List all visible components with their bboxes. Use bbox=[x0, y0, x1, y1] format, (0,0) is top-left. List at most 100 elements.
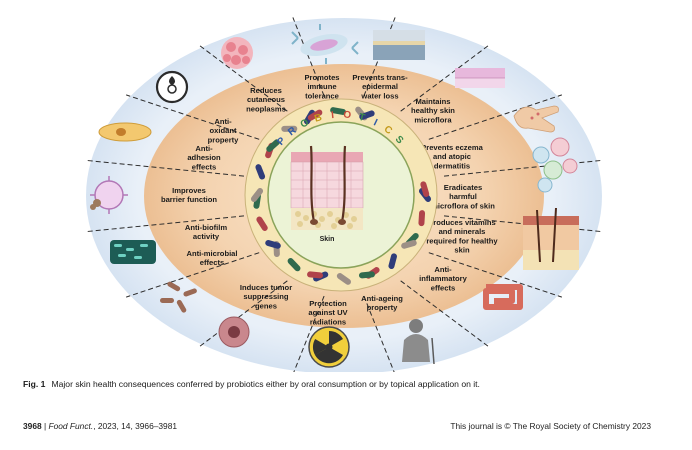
spoke-line bbox=[125, 94, 260, 140]
probiotic-rod bbox=[307, 109, 323, 121]
radiation-icon bbox=[308, 326, 350, 368]
spoke-line bbox=[86, 215, 245, 233]
probiotic-rod bbox=[358, 271, 375, 279]
benefit-label-line: epidermal bbox=[362, 82, 398, 91]
benefit-label-line: required for healthy bbox=[426, 236, 498, 245]
benefit-label-line: Maintains bbox=[415, 97, 450, 106]
oxidant-hazard-icon bbox=[155, 70, 189, 104]
cell-barrier-icon bbox=[90, 176, 128, 214]
intestine-icon bbox=[483, 284, 523, 310]
immune-cell-icon bbox=[291, 24, 359, 64]
probiotic-rod bbox=[287, 258, 301, 272]
benefit-label-line: suppressing bbox=[243, 292, 289, 301]
spoke-line bbox=[400, 44, 490, 112]
probiotics-title-letter: I bbox=[372, 117, 379, 128]
probiotic-rod bbox=[388, 253, 397, 270]
adhered-cell-icon bbox=[98, 122, 152, 142]
probiotic-rod bbox=[420, 181, 430, 197]
spoke-line bbox=[292, 17, 325, 97]
spoke-line bbox=[125, 252, 260, 298]
benefit-label-line: immune bbox=[307, 82, 336, 91]
probiotic-rod bbox=[255, 164, 266, 180]
probiotics-title-letter: B bbox=[313, 112, 323, 125]
journal-name: Food Funct. bbox=[48, 421, 94, 431]
benefit-label-line: effects bbox=[431, 283, 455, 292]
benefit-label-line: Protection bbox=[309, 299, 347, 308]
bacteria-icon bbox=[160, 281, 197, 313]
biofilm-icon bbox=[110, 240, 156, 264]
probiotics-title-letter: O bbox=[343, 110, 352, 122]
spoke-line bbox=[293, 295, 325, 372]
elderly-person-icon bbox=[402, 319, 435, 365]
bacteria-colonies-icon bbox=[532, 137, 578, 193]
benefit-label-line: Anti-microbial bbox=[186, 249, 237, 258]
benefit-label-line: tolerance bbox=[305, 91, 339, 100]
spoke-line bbox=[400, 280, 490, 348]
figure-caption-label: Fig. 1 bbox=[23, 379, 46, 389]
benefit-label-line: effects bbox=[192, 162, 216, 171]
benefit-label-line: property bbox=[367, 303, 399, 312]
spoke-line bbox=[428, 94, 563, 140]
spoke-line bbox=[198, 44, 288, 112]
benefit-label-line: microflora of skin bbox=[431, 201, 495, 210]
cancer-cells-icon bbox=[221, 37, 253, 69]
skin-cross-section-icon bbox=[523, 207, 579, 270]
page-number: 3968 bbox=[23, 421, 42, 431]
spoke-line bbox=[363, 295, 395, 372]
benefit-label-line: Anti- bbox=[195, 144, 213, 153]
benefit-label-line: Anti- bbox=[214, 117, 232, 126]
benefit-label-line: Promotes bbox=[304, 73, 339, 82]
skin-label: Skin bbox=[320, 236, 335, 243]
benefit-label-line: barrier function bbox=[161, 195, 217, 204]
spoke-line bbox=[86, 159, 245, 177]
figure-caption: Fig. 1 Major skin health consequences con… bbox=[23, 379, 673, 389]
spoke-line bbox=[198, 280, 288, 348]
journal-citation: , 2023, 14, 3966–3981 bbox=[93, 421, 178, 431]
probiotics-title-letter: I bbox=[331, 110, 335, 121]
benefit-label-line: Reduces bbox=[250, 86, 282, 95]
benefit-label-line: Eradicates bbox=[444, 183, 482, 192]
probiotic-rod bbox=[359, 110, 375, 120]
benefit-label-line: Anti- bbox=[434, 265, 452, 274]
benefit-label-line: oxidant bbox=[209, 126, 236, 135]
benefit-label-line: effects bbox=[200, 258, 224, 267]
figure-caption-text: Major skin health consequences conferred… bbox=[51, 379, 480, 389]
benefit-label-line: water loss bbox=[360, 91, 398, 100]
benefit-label-line: Prevents eczema bbox=[421, 143, 483, 152]
benefit-label-line: neoplasms bbox=[246, 104, 286, 113]
probiotics-title-letter: T bbox=[357, 112, 366, 124]
benefit-label-line: and atopic bbox=[433, 152, 471, 161]
benefit-label-line: Anti-biofilm bbox=[185, 223, 227, 232]
spoke-line bbox=[428, 252, 563, 298]
benefit-label-line: Induces tumor bbox=[240, 283, 292, 292]
benefit-label-line: dermatitis bbox=[434, 161, 470, 170]
probiotic-rod bbox=[418, 210, 426, 227]
probiotic-bacteria bbox=[250, 106, 432, 285]
benefit-label-line: against UV bbox=[308, 308, 348, 317]
benefit-label-line: radiations bbox=[310, 317, 346, 326]
probiotic-rod bbox=[281, 125, 298, 132]
skin-barrier-icon bbox=[373, 30, 425, 60]
probiotic-rod bbox=[401, 239, 417, 249]
benefit-label-line: cutaneous bbox=[247, 95, 285, 104]
benefit-label-line: microflora bbox=[414, 115, 452, 124]
benefit-label-line: skin bbox=[454, 246, 470, 255]
tumor-cell-icon bbox=[218, 316, 250, 348]
healthy-skin-layer-icon bbox=[455, 68, 505, 88]
eczema-hand-icon bbox=[513, 105, 559, 133]
benefit-label-line: Improves bbox=[172, 186, 206, 195]
benefit-label-line: healthy skin bbox=[411, 106, 455, 115]
benefit-label-line: activity bbox=[193, 232, 220, 241]
